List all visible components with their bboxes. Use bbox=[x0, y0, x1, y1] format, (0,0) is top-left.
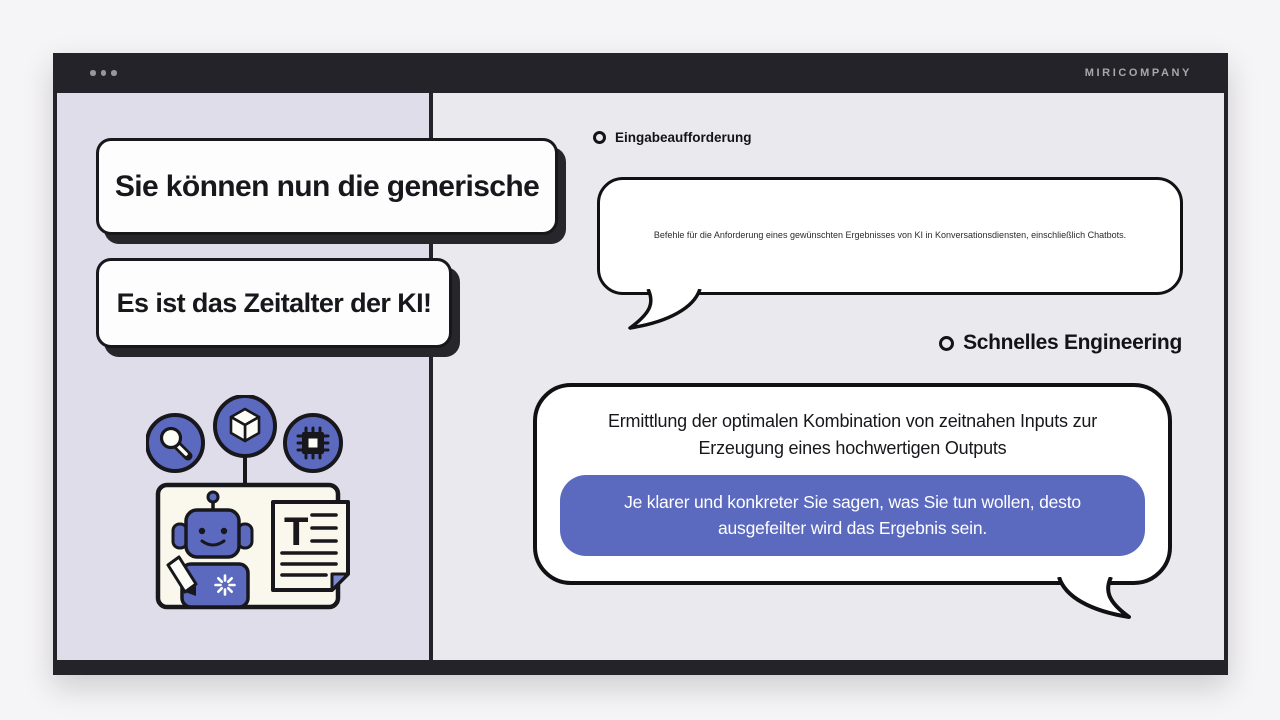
cube-icon bbox=[213, 395, 277, 458]
speech-tail-icon bbox=[1057, 577, 1131, 619]
speech-tail-icon bbox=[628, 289, 702, 330]
window-dot-icon bbox=[90, 70, 96, 76]
pencil-icon bbox=[166, 555, 198, 596]
prompt-section-label-text: Eingabeaufforderung bbox=[615, 130, 752, 145]
engineering-section-label-text: Schnelles Engineering bbox=[963, 331, 1182, 354]
prompt-bubble-text: Befehle für die Anforderung eines gewüns… bbox=[653, 230, 1127, 241]
headline-card-2-text: Es ist das Zeitalter der KI! bbox=[116, 287, 432, 318]
bullet-ring-icon bbox=[593, 131, 606, 144]
brand-label: MIRICOMPANY bbox=[1084, 67, 1192, 79]
bullet-ring-icon bbox=[939, 335, 955, 351]
document-icon: T bbox=[271, 500, 350, 592]
prompt-section-label: Eingabeaufforderung bbox=[593, 130, 752, 145]
app-window: MIRICOMPANY Sie können nun die generisch… bbox=[53, 53, 1228, 675]
highlight-text: Je klarer und konkreter Sie sagen, was S… bbox=[624, 492, 1081, 538]
engineering-speech-bubble: Ermittlung der optimalen Kombination von… bbox=[533, 383, 1172, 619]
headline-card-1-text: Sie können nun die generische bbox=[114, 169, 540, 203]
engineering-section-label: Schnelles Engineering bbox=[939, 331, 1182, 355]
robot-workstation-illustration: T bbox=[146, 395, 350, 610]
prompt-speech-bubble: Befehle für die Anforderung eines gewüns… bbox=[597, 177, 1183, 330]
window-controls-icon[interactable] bbox=[90, 70, 117, 76]
search-icon bbox=[146, 413, 205, 473]
window-titlebar: MIRICOMPANY bbox=[53, 53, 1228, 93]
document-letter: T bbox=[284, 510, 308, 554]
window-content: Sie können nun die generische Es ist das… bbox=[57, 93, 1224, 660]
chip-icon bbox=[283, 413, 343, 473]
window-dot-icon bbox=[111, 70, 117, 76]
headline-card-2: Es ist das Zeitalter der KI! bbox=[96, 258, 452, 348]
engineering-bubble-text: Ermittlung der optimalen Kombination von… bbox=[607, 411, 1098, 458]
panel-divider bbox=[429, 93, 433, 660]
highlight-box: Je klarer und konkreter Sie sagen, was S… bbox=[560, 475, 1145, 556]
window-dot-icon bbox=[100, 70, 106, 76]
headline-card-1: Sie können nun die generische bbox=[96, 138, 558, 235]
spinner-icon bbox=[214, 574, 236, 596]
robot-icon bbox=[171, 490, 254, 609]
